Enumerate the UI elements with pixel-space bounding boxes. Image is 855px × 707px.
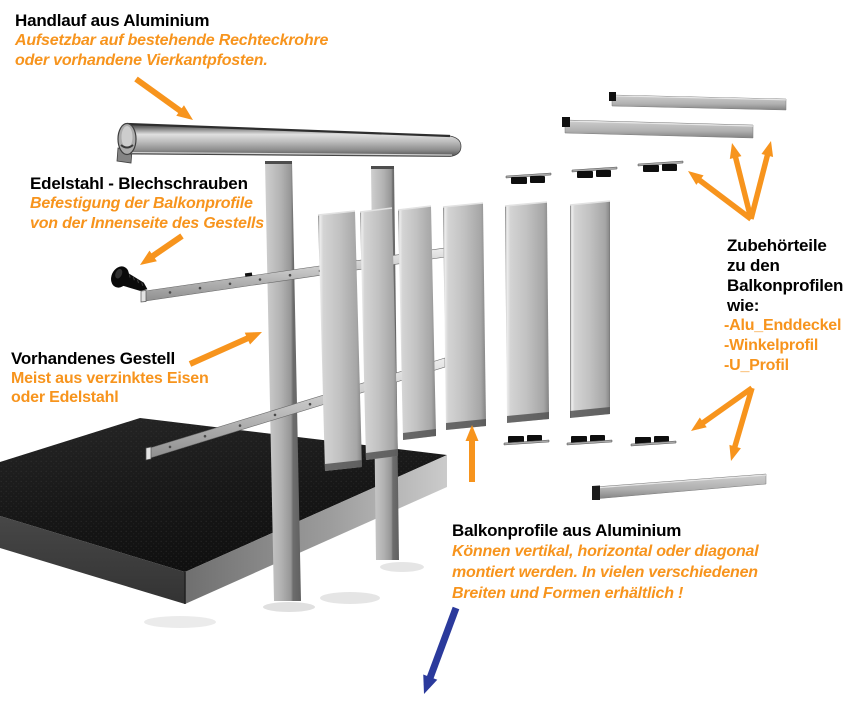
platform-shadow	[320, 592, 380, 604]
balcony-slat-6	[569, 200, 611, 418]
annotation-balkonprofile-line: montiert werden. In vielen verschiedenen	[452, 564, 758, 581]
u-profile-bar	[592, 473, 767, 500]
platform-front-left-face	[0, 516, 185, 604]
end-cap-top-2	[571, 166, 618, 178]
accessory-profile-bar-2	[562, 117, 754, 139]
annotation-handlauf-line: oder vorhandene Vierkantpfosten.	[15, 52, 268, 69]
annotation-handlauf-title: Handlauf aus Aluminium	[15, 11, 210, 30]
arrow-to-screw	[140, 233, 184, 265]
annotation-balkonprofile-line: Breiten und Formen erhältlich !	[452, 585, 684, 602]
balcony-slat-1	[317, 210, 362, 471]
arrow-to-slat	[465, 425, 479, 482]
arrow-blue-down	[423, 606, 460, 694]
balcony-slat-3	[397, 205, 436, 440]
balcony-slat-2	[359, 207, 398, 460]
balcony-slat-4	[442, 202, 486, 430]
arrow-fan-accessories-bottom	[691, 385, 755, 461]
arrow-fan-accessories-top	[688, 141, 774, 222]
annotation-zubehoer-title-line: Balkonprofilen	[727, 276, 844, 295]
annotation-gestell-title: Vorhandenes Gestell	[11, 349, 176, 368]
annotation-schrauben-line: Befestigung der Balkonprofile	[30, 195, 253, 212]
arrow-to-frame	[188, 332, 262, 367]
screw-3d	[111, 266, 148, 291]
annotation-zubehoer-item: -Alu_Enddeckel	[724, 317, 842, 334]
annotation-gestell-line: Meist aus verzinktes Eisen	[11, 370, 209, 387]
arrow-to-handrail	[134, 76, 193, 120]
annotation-gestell: Vorhandenes Gestell Meist aus verzinktes…	[11, 349, 209, 407]
platform-shadow	[144, 616, 216, 628]
balcony-slat-5	[504, 201, 549, 423]
annotation-schrauben-line: von der Innenseite des Gestells	[30, 215, 264, 232]
annotation-zubehoer-title-line: Zubehörteile	[727, 236, 827, 255]
annotation-zubehoer: Zubehörteile zu den Balkonprofilen wie: …	[724, 236, 844, 376]
annotation-handlauf: Handlauf aus Aluminium Aufsetzbar auf be…	[15, 11, 328, 71]
end-cap-bottom-3	[630, 436, 677, 447]
end-cap-top-3	[637, 160, 684, 172]
annotation-balkonprofile-line: Können vertikal, horizontal oder diagona…	[452, 543, 759, 560]
annotation-zubehoer-item: -Winkelprofil	[724, 337, 819, 354]
annotation-schrauben: Edelstahl - Blechschrauben Befestigung d…	[30, 174, 264, 234]
accessory-profile-bar-1	[609, 92, 787, 111]
end-cap-bottom-2	[566, 435, 613, 446]
annotation-gestell-line: oder Edelstahl	[11, 389, 119, 406]
annotation-zubehoer-title-line: zu den	[727, 256, 780, 275]
annotation-balkonprofile: Balkonprofile aus Aluminium Können verti…	[452, 521, 759, 604]
annotation-balkonprofile-title: Balkonprofile aus Aluminium	[452, 521, 682, 540]
annotation-zubehoer-item: -U_Profil	[724, 357, 789, 374]
handrail-3d	[116, 122, 462, 164]
annotation-handlauf-line: Aufsetzbar auf bestehende Rechteckrohre	[15, 32, 329, 49]
annotation-zubehoer-title-line: wie:	[727, 296, 760, 315]
end-cap-bottom-1	[503, 435, 550, 446]
end-cap-top-1	[505, 172, 552, 184]
annotation-schrauben-title: Edelstahl - Blechschrauben	[30, 174, 248, 193]
